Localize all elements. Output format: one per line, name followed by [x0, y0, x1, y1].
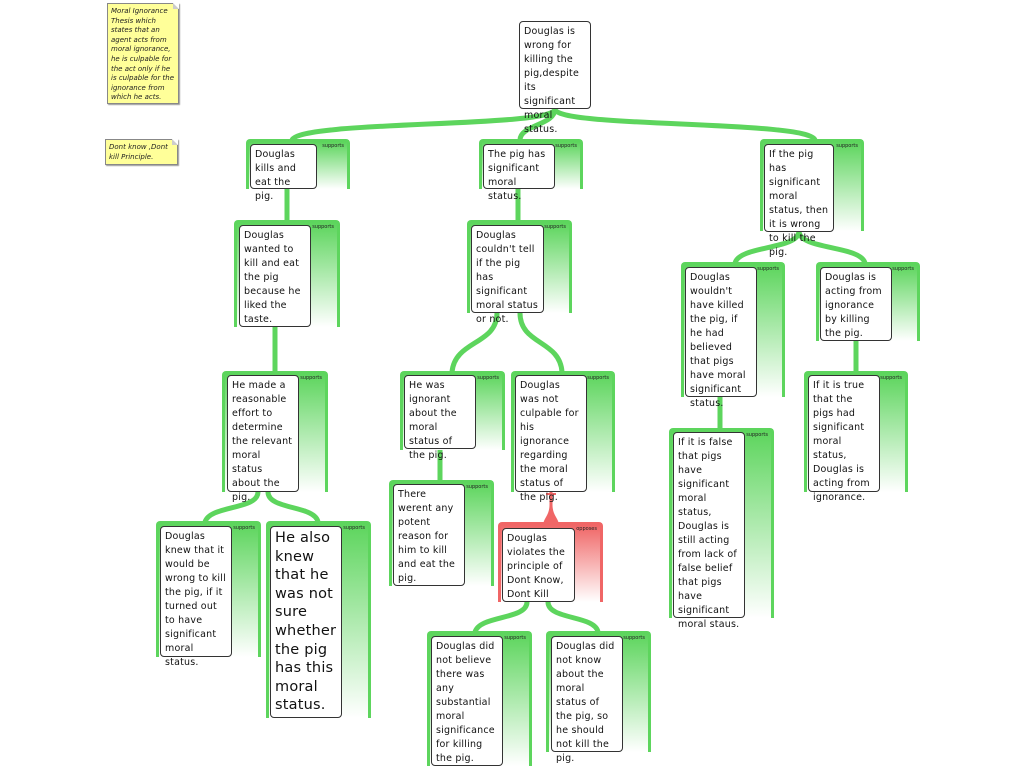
- claim-n15[interactable]: Douglas knew that it would be wrong to k…: [160, 526, 232, 668]
- claim-n16[interactable]: He also knew that he was not sure whethe…: [270, 526, 342, 718]
- relation-label: supports: [343, 525, 365, 531]
- claim-n7[interactable]: Douglas is acting from ignorance by kill…: [820, 267, 892, 341]
- relation-label: supports: [880, 375, 902, 381]
- relation-label: supports: [544, 224, 566, 230]
- relation-label: supports: [477, 375, 499, 381]
- claim-n13[interactable]: There werent any potent reason for him t…: [393, 484, 465, 586]
- claim-n2[interactable]: The pig has significant moral status.: [483, 144, 555, 202]
- claim-n18[interactable]: Douglas did not know about the moral sta…: [551, 636, 623, 764]
- claim-n6[interactable]: Douglas wouldn't have killed the pig, if…: [685, 267, 757, 409]
- note-dont-know-dont-kill[interactable]: Dont know ,Dont kill Principle.: [105, 139, 178, 165]
- relation-label: supports: [746, 432, 768, 438]
- relation-label: supports: [466, 484, 488, 490]
- relation-label: supports: [757, 266, 779, 272]
- relation-label: supports: [587, 375, 609, 381]
- relation-label: supports: [836, 143, 858, 149]
- relation-label: supports: [312, 224, 334, 230]
- claim-n5[interactable]: Douglas couldn't tell if the pig has sig…: [471, 225, 544, 325]
- claim-n9[interactable]: He was ignorant about the moral status o…: [404, 375, 476, 461]
- relation-label: supports: [555, 143, 577, 149]
- claim-n8[interactable]: He made a reasonable effort to determine…: [227, 375, 299, 503]
- relation-label: supports: [322, 143, 344, 149]
- relation-label: opposes: [576, 526, 597, 532]
- claim-n4[interactable]: Douglas wanted to kill and eat the pig b…: [239, 225, 311, 327]
- relation-label: supports: [300, 375, 322, 381]
- relation-label: supports: [623, 635, 645, 641]
- claim-n10[interactable]: Douglas was not culpable for his ignoran…: [515, 375, 587, 503]
- claim-n17[interactable]: Douglas did not believe there was any su…: [431, 636, 503, 766]
- relation-label: supports: [892, 266, 914, 272]
- claim-n3[interactable]: If the pig has significant moral status,…: [764, 144, 834, 258]
- claim-n1[interactable]: Douglas kills and eat the pig.: [250, 144, 317, 202]
- claim-root[interactable]: Douglas is wrong for killing the pig,des…: [519, 21, 591, 135]
- relation-label: supports: [504, 635, 526, 641]
- claim-n12[interactable]: If it is true that the pigs had signific…: [808, 375, 880, 503]
- relation-label: supports: [233, 525, 255, 531]
- note-moral-ignorance-thesis[interactable]: Moral Ignorance Thesis which states that…: [107, 3, 179, 104]
- claim-n11[interactable]: If it is false that pigs have significan…: [673, 432, 745, 630]
- claim-n14[interactable]: Douglas violates the principle of Dont K…: [502, 528, 575, 602]
